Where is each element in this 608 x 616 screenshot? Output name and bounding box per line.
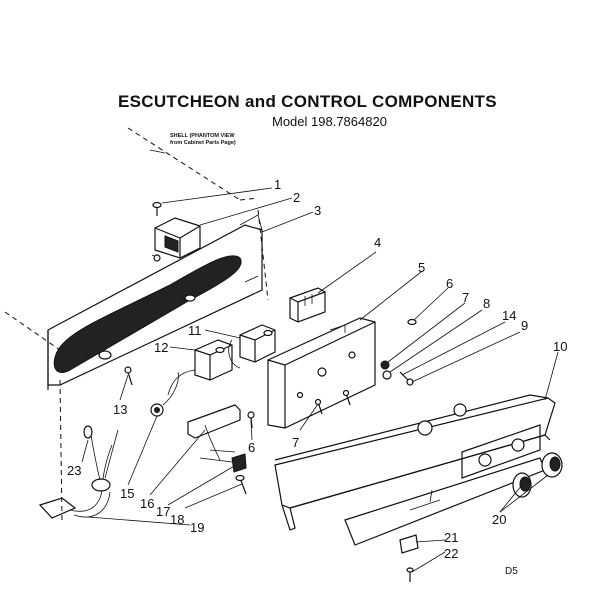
callout-9: 9 (521, 318, 528, 333)
switch (289, 287, 326, 323)
callout-10: 10 (553, 339, 567, 354)
callout-2: 2 (293, 190, 300, 205)
callout-17: 17 (156, 504, 170, 519)
callout-6-lower: 6 (248, 440, 255, 455)
panel-screw (406, 567, 414, 582)
escutcheon-back-panel (47, 214, 263, 390)
callout-20: 20 (492, 512, 506, 527)
callout-6: 6 (446, 276, 453, 291)
wire-harness (38, 425, 119, 519)
callout-12: 12 (154, 340, 168, 355)
shell-phantom-view (4, 127, 269, 521)
screw (152, 201, 162, 216)
callout-7: 7 (462, 290, 469, 305)
screws-7 (314, 389, 351, 415)
transformer (151, 217, 201, 262)
leader-lines (81, 187, 559, 573)
callout-19: 19 (190, 520, 204, 535)
knob-20b (541, 452, 563, 478)
callout-labels: 1 2 3 4 5 6 7 8 14 9 10 11 12 13 6 7 23 … (67, 177, 567, 561)
push-switch-11 (228, 324, 276, 369)
bracket-plate (187, 404, 241, 463)
callout-11: 11 (188, 323, 202, 338)
shell-note-line-2: from Cabinet Parts Page) (170, 139, 236, 146)
callout-18: 18 (170, 512, 184, 527)
callout-4: 4 (374, 235, 381, 250)
callout-13: 13 (113, 402, 127, 417)
hardware-cluster (380, 318, 417, 386)
callout-22: 22 (444, 546, 458, 561)
console-panel (274, 394, 556, 531)
callout-7-lower: 7 (292, 435, 299, 450)
callout-3: 3 (314, 203, 321, 218)
diagram-title: ESCUTCHEON and CONTROL COMPONENTS (118, 92, 497, 111)
diagram-code: D5 (505, 566, 518, 577)
push-switch-12 (167, 339, 233, 396)
callout-21: 21 (444, 530, 458, 545)
callout-8: 8 (483, 296, 490, 311)
screw-13 (124, 366, 133, 386)
bulb (150, 371, 179, 417)
callout-14: 14 (502, 308, 516, 323)
shell-note: SHELL (PHANTOM VIEW from Cabinet Parts P… (170, 133, 236, 146)
callout-5: 5 (418, 260, 425, 275)
model-number: Model 198.7864820 (272, 114, 387, 129)
clip (399, 534, 419, 554)
callout-15: 15 (120, 486, 134, 501)
control-bracket (267, 317, 376, 429)
shell-note-line-1: SHELL (PHANTOM VIEW (170, 133, 235, 139)
callout-1: 1 (274, 177, 281, 192)
callout-16: 16 (140, 496, 154, 511)
terminals (231, 453, 247, 495)
callout-23: 23 (67, 463, 81, 478)
